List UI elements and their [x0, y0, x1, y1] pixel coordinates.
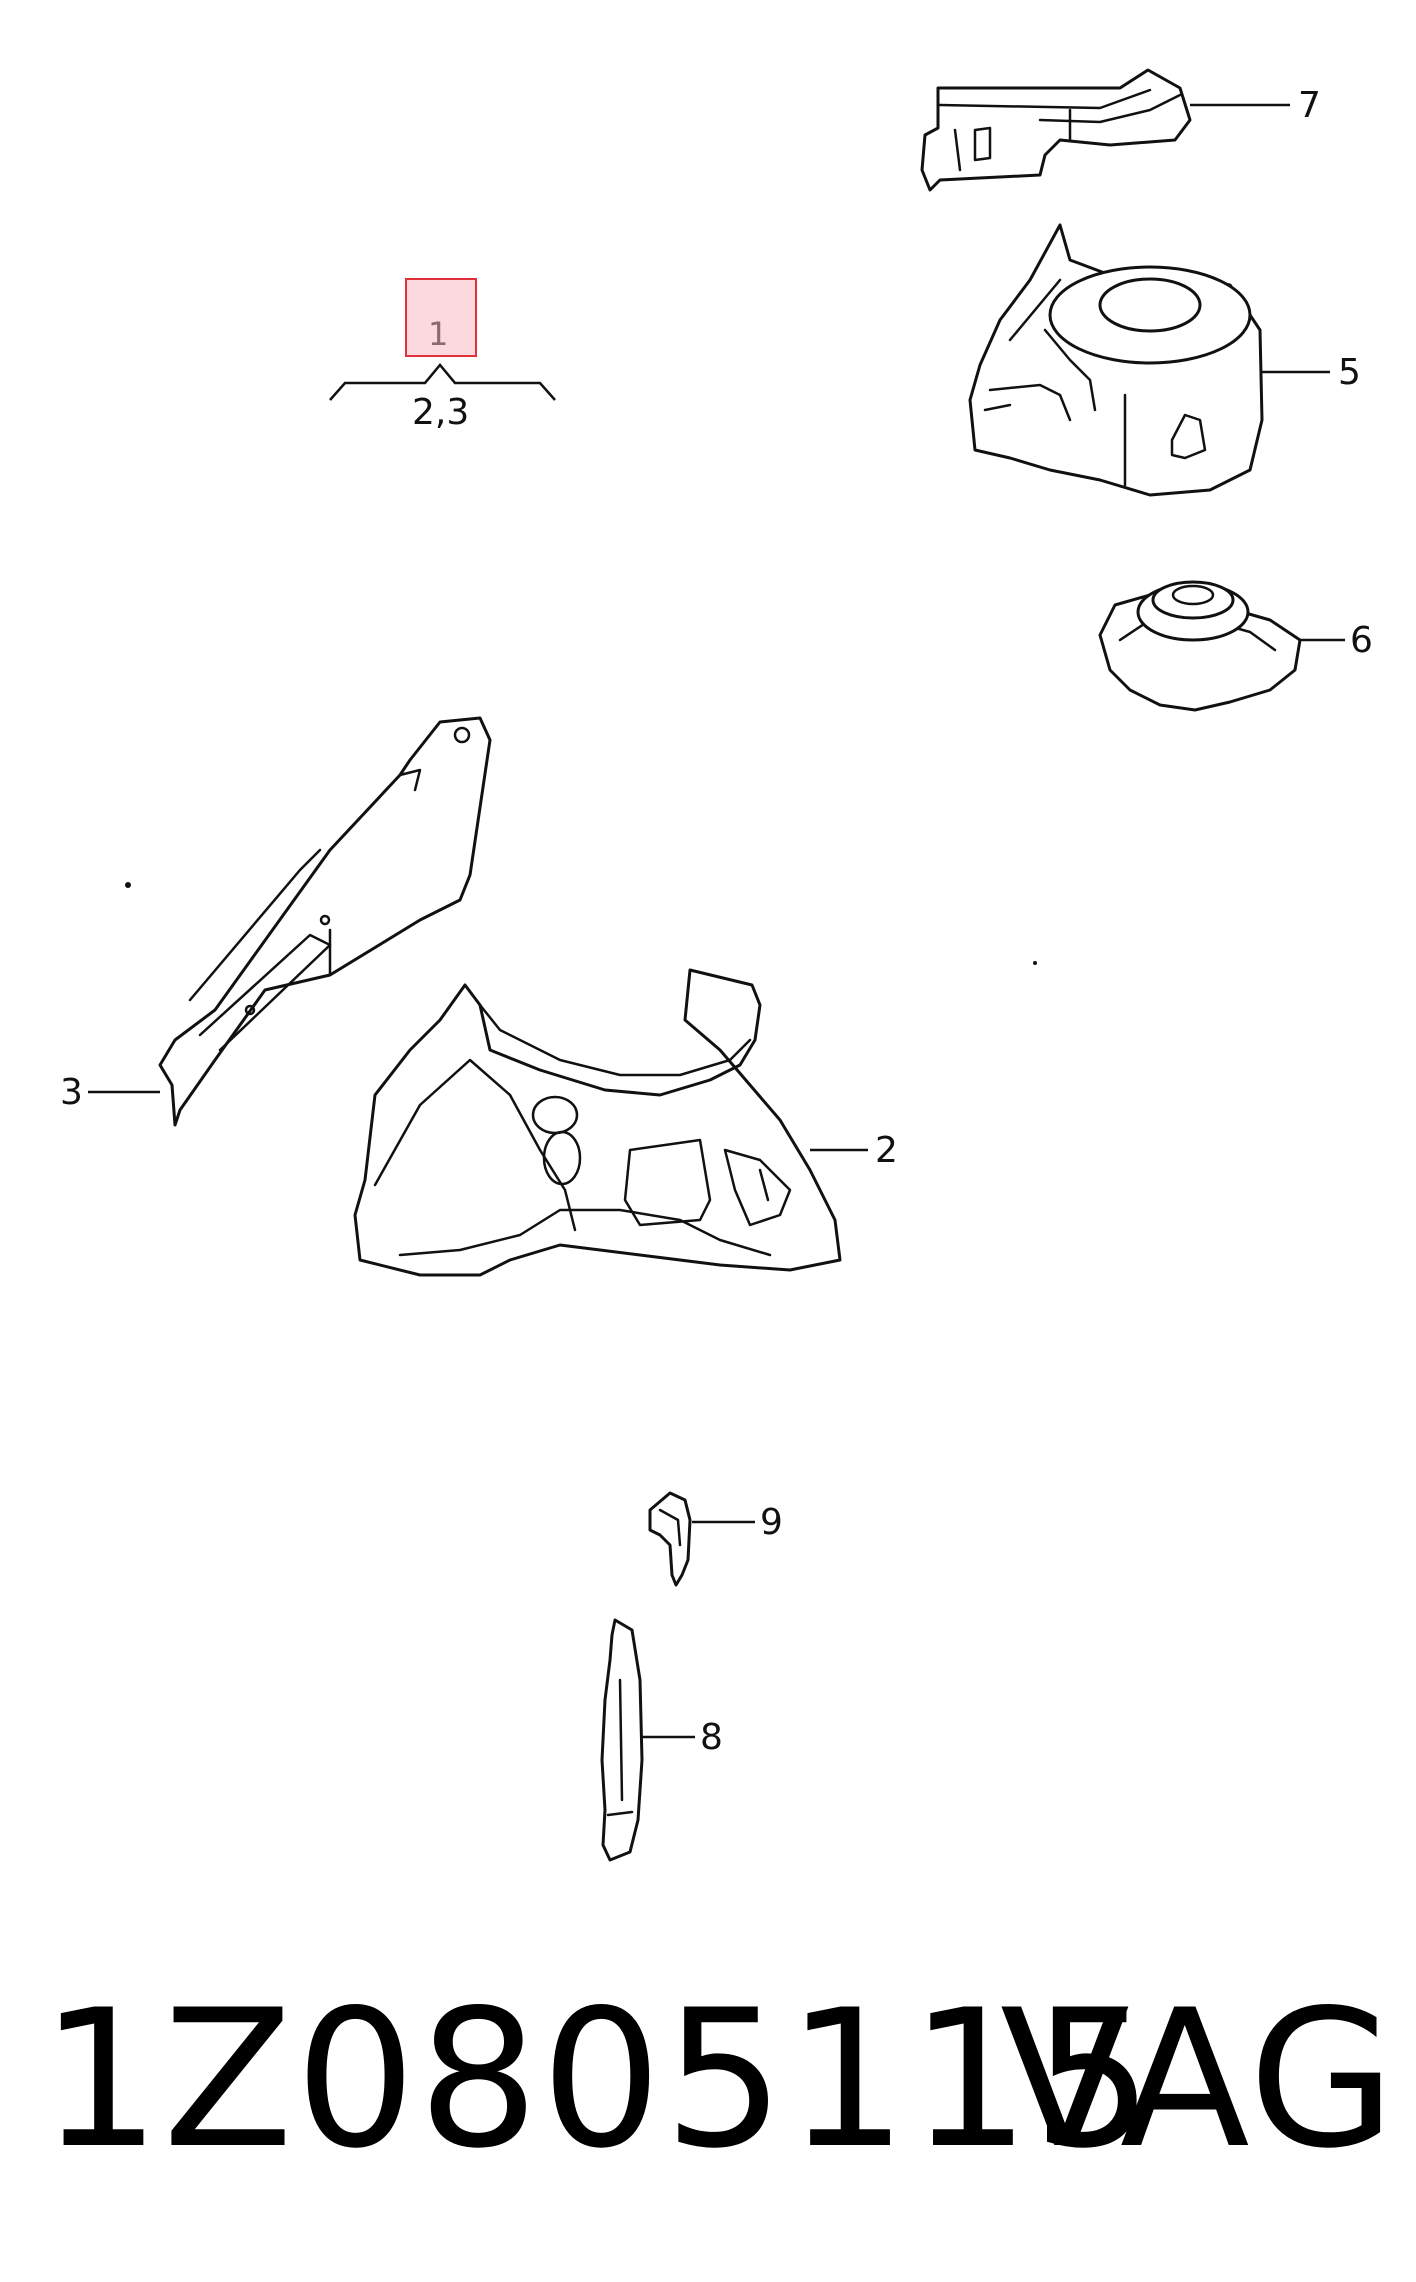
group-label: 2,3 — [412, 392, 470, 433]
part-8-vertical-bracket — [600, 1618, 695, 1862]
part-9-small-clip — [648, 1491, 755, 1587]
group-bracket — [329, 363, 556, 401]
callout-2: 2 — [875, 1130, 898, 1171]
part-6-strut-mount-cap — [1098, 580, 1345, 712]
brand-name: VAG — [1000, 1969, 1398, 2190]
highlight-box — [405, 278, 477, 357]
callout-9: 9 — [760, 1502, 783, 1543]
callout-7: 7 — [1298, 85, 1321, 126]
parts-diagram — [88, 68, 1345, 1862]
part-5-strut-tower — [968, 223, 1330, 497]
stray-mark — [1033, 961, 1037, 965]
callout-1: 1 — [428, 315, 449, 353]
part-3-front-rail-bracket — [88, 716, 492, 1127]
callout-8: 8 — [700, 1717, 723, 1758]
part-number: 1Z0805115 — [40, 1969, 1156, 2190]
part-7-upper-rail-bracket — [920, 68, 1290, 192]
callout-5: 5 — [1338, 352, 1361, 393]
stray-mark — [125, 882, 131, 888]
part-2-wheelhouse-panel — [353, 968, 868, 1277]
callout-6: 6 — [1350, 620, 1373, 661]
callout-3: 3 — [60, 1072, 83, 1113]
